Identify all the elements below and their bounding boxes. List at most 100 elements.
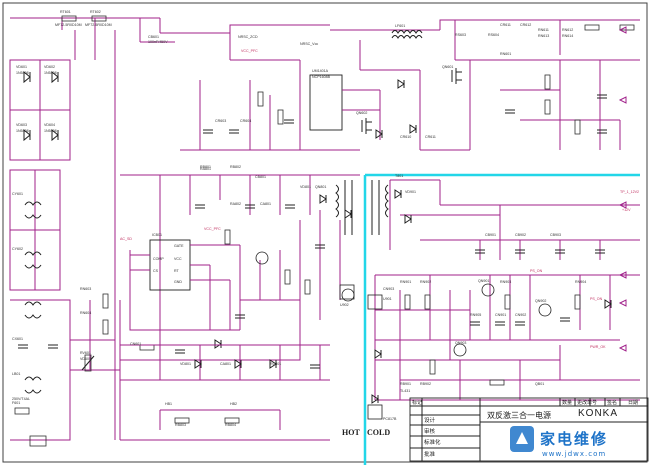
title-block-review: 审核 <box>424 429 436 435</box>
brand-name: KONKA <box>578 408 619 419</box>
component-label-top: MF72-5R0D10M <box>55 23 82 27</box>
component-label-cold_side: RN904 <box>575 280 586 284</box>
component-label-bottom: HB1 <box>165 402 172 406</box>
component-label-input: LB01 <box>12 372 20 376</box>
title-block-header-qty: 数量 <box>562 400 573 406</box>
component-label-bridge: 1N5408 <box>44 129 57 133</box>
input-section <box>9 30 121 447</box>
component-label-input: RV601 <box>80 351 91 355</box>
svg-text:www.jdwx.com: www.jdwx.com <box>542 450 606 458</box>
title-block-header-mark: 标记 <box>412 400 423 406</box>
component-label-top: MF72-5R0D10M <box>85 23 112 27</box>
component-label-cold_side: U902 <box>340 303 349 307</box>
component-label-cold_side: QN903 <box>455 341 466 345</box>
component-label-bottom: VD801 <box>180 362 191 366</box>
component-label-input: 250V/T4AL <box>12 397 30 401</box>
svg-text:家电维修: 家电维修 <box>540 430 608 448</box>
component-label-flyback: QN801 <box>315 185 326 189</box>
component-label-flyback: VD901 <box>405 190 416 194</box>
component-label-flyback: CB903 <box>550 233 561 237</box>
component-label-pfc: NRSC_ZCD <box>238 35 258 39</box>
component-label-cold_side: QN901 <box>478 279 489 283</box>
title-block-design: 设计 <box>424 418 436 424</box>
component-label-flyback: T801 <box>395 174 403 178</box>
component-label-input: CX601 <box>12 337 23 341</box>
component-label-bridge: VD601 <box>16 65 27 69</box>
component-label-cold_side: CN903 <box>383 287 394 291</box>
component-label-cold_side: RN903 <box>500 280 511 284</box>
component-label-bottom: RC801 <box>270 362 281 366</box>
component-label-top: RS604 <box>488 33 499 37</box>
cold-side-label: COLD <box>367 428 391 437</box>
component-label-cold_side: QN902 <box>535 299 546 303</box>
component-label-input: RN604 <box>80 311 91 315</box>
component-label-cold_side: CN902 <box>515 313 526 317</box>
site-watermark: 家电维修 www.jdwx.com <box>508 422 648 460</box>
component-label-bottom: HB2 <box>230 402 237 406</box>
pfc-section <box>10 15 640 151</box>
component-label-input: CN601 <box>130 342 141 346</box>
component-label-top: RT601 <box>60 10 71 14</box>
net-label: PS_ON <box>590 297 603 301</box>
component-label-input: CY601 <box>12 192 23 196</box>
component-label-cold_side: RN905 <box>470 313 481 317</box>
title-block-approve: 批准 <box>424 452 436 458</box>
component-label-standby: CS <box>153 269 159 273</box>
title-block-standard: 标准化 <box>424 440 441 446</box>
component-label-bridge: 1N5408 <box>44 71 57 75</box>
component-label-standby: ICB01 <box>152 233 162 237</box>
component-label-cold_side: TL431 <box>400 389 410 393</box>
watermark-logo-icon: 家电维修 www.jdwx.com <box>510 426 608 458</box>
component-label-bridge: VD604 <box>44 123 55 127</box>
component-label-top: RN611 <box>538 28 549 32</box>
net-label: PWR_OK <box>590 345 606 349</box>
net-label: TP_1_12V2 <box>620 190 639 194</box>
component-label-pfc: UM1401A <box>312 69 329 73</box>
component-label-flyback: CB801 <box>255 175 266 179</box>
component-label-cold_side: U901 <box>383 297 392 301</box>
component-label-input: VD605 <box>80 357 91 361</box>
component-label-top: 100nF/450V <box>148 40 168 44</box>
component-label-input: RN603 <box>80 287 91 291</box>
component-label-top: CR612 <box>520 23 531 27</box>
component-label-input: CY602 <box>12 247 23 251</box>
net-label: AC_SD <box>120 237 132 241</box>
component-label-standby: GATE <box>174 244 184 248</box>
component-label-top: RT602 <box>90 10 101 14</box>
title-block-header-date: 日期 <box>628 400 639 406</box>
title-block-frame <box>409 397 649 462</box>
component-label-pfc: CR610 <box>400 135 411 139</box>
net-label: VCC_PFC <box>204 227 221 231</box>
title-block-header-sign: 签名 <box>607 400 618 406</box>
net-label: VCC_PFC <box>241 49 258 53</box>
component-label-standby: GND <box>174 280 182 284</box>
component-label-pfc: RN601 <box>500 52 511 56</box>
component-label-pfc: CR604 <box>240 119 251 123</box>
component-label-bottom: RB804 <box>225 423 236 427</box>
component-label-top: CR611 <box>500 23 511 27</box>
component-label-cold_side: RN901 <box>400 280 411 284</box>
title-block-header-change: 更改单号 <box>577 400 598 406</box>
component-label-bottom: RB901 <box>400 382 411 386</box>
component-label-bottom: QB01 <box>535 382 544 386</box>
cold-side-section <box>367 26 640 420</box>
component-label-bottom: RB902 <box>420 382 431 386</box>
component-label-pfc: QN601 <box>442 65 453 69</box>
component-label-pfc: QN602 <box>356 111 367 115</box>
component-label-pfc: NRSC_Vcc <box>300 42 318 46</box>
component-label-bridge: 1N5408 <box>16 129 29 133</box>
component-label-standby: COMP <box>153 257 164 261</box>
component-label-cold_side: PC817B <box>383 417 397 421</box>
component-label-top: CB601 <box>148 35 159 39</box>
component-label-input: F601 <box>12 401 20 405</box>
component-label-cold_side: CN901 <box>495 313 506 317</box>
component-label-standby: VCC <box>174 257 182 261</box>
component-label-pfc: CR611 <box>425 135 436 139</box>
component-label-flyback: CB901 <box>485 233 496 237</box>
component-label-standby: RT <box>174 269 180 273</box>
component-label-flyback: VD801 <box>300 185 311 189</box>
